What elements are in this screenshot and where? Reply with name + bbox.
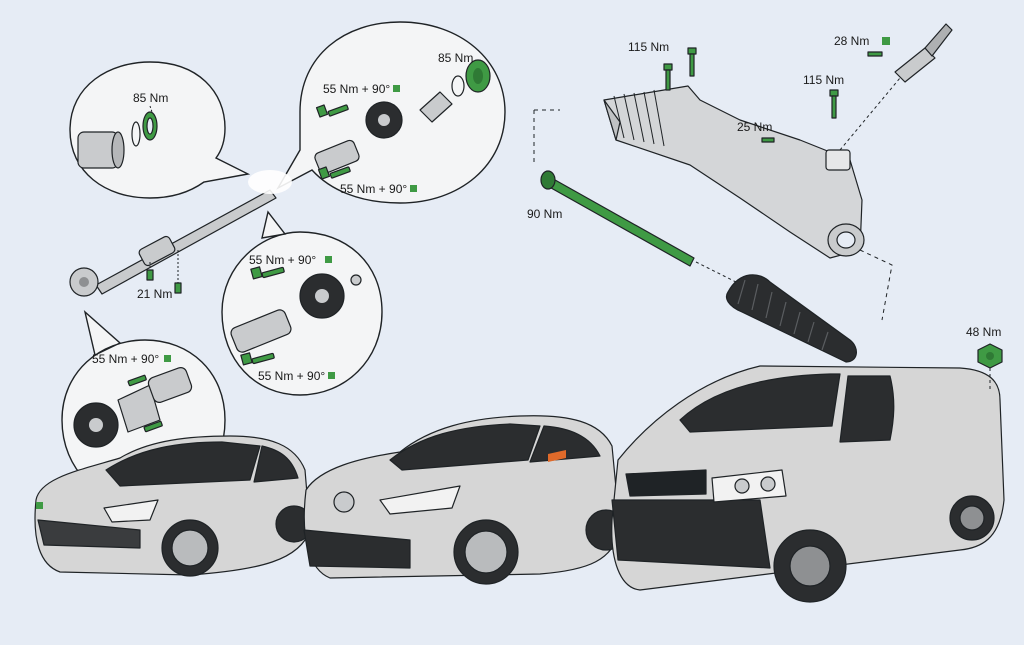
bolt-icon [315, 104, 351, 180]
torque-label-coupling-mid-55a: 55 Nm + 90° [249, 253, 316, 267]
torque-label-boot-85: 85 Nm [133, 91, 168, 105]
torque-label-coupling-car-55: 55 Nm + 90° [92, 352, 159, 366]
bolt-icon [127, 374, 163, 433]
torque-label-coupling-mid-55b: 55 Nm + 90° [258, 369, 325, 383]
square-marker-icon [325, 256, 332, 263]
bolt-icon [240, 266, 285, 366]
square-marker-icon [882, 37, 890, 45]
torque-label-rack-25: 25 Nm [737, 120, 772, 134]
torque-label-coupling-top-55a: 55 Nm + 90° [323, 82, 390, 96]
torque-label-coupling-top-55b: 55 Nm + 90° [340, 182, 407, 196]
torque-label-rack-115-right: 115 Nm [803, 73, 844, 87]
boot-part [77, 111, 158, 169]
callout-bubble-boot [69, 61, 251, 199]
torque-label-rack-28: 28 Nm [834, 34, 869, 48]
square-marker-icon [410, 185, 417, 192]
torque-label-tie-rod-90: 90 Nm [527, 207, 562, 221]
bolt-icon [663, 47, 883, 143]
square-marker-icon [164, 355, 171, 362]
torque-label-shaft-21: 21 Nm [137, 287, 172, 301]
nut-icon [977, 343, 1003, 369]
van [611, 362, 1005, 603]
torque-label-coupling-top-85: 85 Nm [438, 51, 473, 65]
coupling-assembly-car [73, 367, 193, 448]
square-marker-icon [328, 372, 335, 379]
bellows-boot [725, 274, 857, 363]
coupling-assembly-top [314, 59, 491, 175]
suv-car [303, 415, 627, 585]
torque-label-van-48: 48 Nm [966, 325, 1001, 339]
square-marker-icon [36, 502, 43, 509]
torque-label-rack-115-left: 115 Nm [628, 40, 669, 54]
square-marker-icon [393, 85, 400, 92]
steering-rack [603, 23, 953, 259]
hatchback-car [34, 435, 313, 577]
prop-shaft [69, 170, 292, 297]
tie-rod [540, 170, 741, 285]
coupling-assembly-mid [230, 273, 362, 353]
